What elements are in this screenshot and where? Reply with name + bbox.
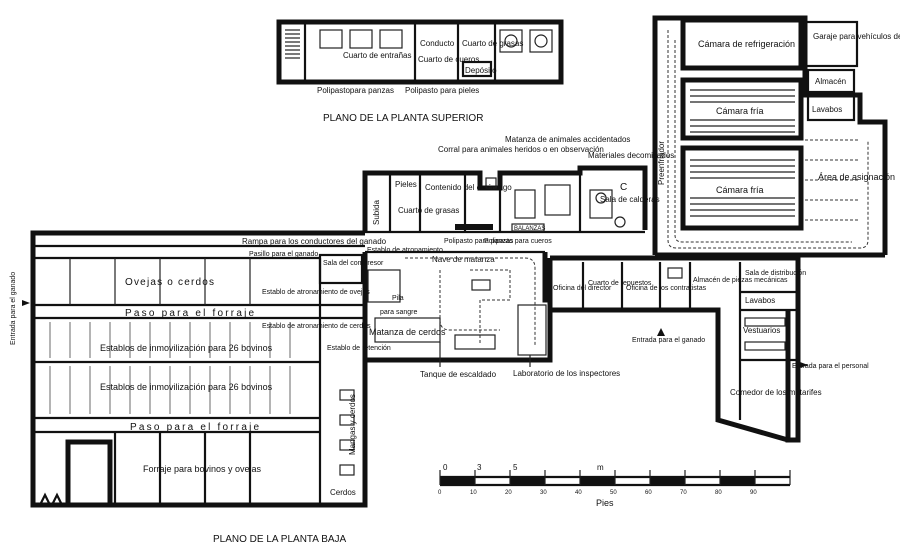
label-subida: Subida [372,200,381,225]
label-establo-cerdos: Establo de atronamiento de cerdos [262,323,371,330]
title-upper-floor: PLANO DE LA PLANTA SUPERIOR [323,113,483,124]
label-forraje: Forraje para bovinos y ovejas [143,464,262,474]
label-nave-matanza: Nave de matanza [432,255,495,264]
label-cuarto-grasas-superior: Cuarto de grasas [462,39,523,48]
label-corral: Corral para animales heridos o en observ… [438,145,604,154]
label-pila: Pila [392,295,404,302]
scale-feet-tick-8: 80 [715,490,722,496]
label-entrada-ganado-east: Entrada para el ganado [632,337,705,344]
scale-metric-tick-3: m [597,463,604,472]
label-establo-atronamiento: Establo de atronamiento [367,247,443,254]
label-establo-ovejas: Establo de atronamiento de ovejas [262,289,370,296]
title-ground-floor: PLANO DE LA PLANTA BAJA [213,534,347,545]
scale-metric-tick-2: 5 [513,463,518,472]
label-establo-retencion: Establo de retención [327,345,391,352]
central-building: Corral para animales heridos o en observ… [362,135,674,245]
label-ovejas-cerdos: Ovejas o cerdos [125,277,215,288]
label-almacen-piezas: Almacén de piezas mecánicas [693,277,788,284]
label-c-mark: C [620,182,627,193]
label-area-asignacion: Área de asignación [818,172,895,182]
scale-feet-tick-7: 70 [680,490,687,496]
label-entrada-personal: Entrada para el personal [792,363,869,370]
label-mangas-cerdos: Mangas y cerdos [348,394,357,455]
label-pasillo: Pasillo para el ganado [249,251,318,258]
cold-wing: Cámara de refrigeración Garaje para vehí… [652,15,900,258]
label-vestuarios: Vestuarios [743,326,780,335]
label-balanzas: BALANZAS [514,226,545,232]
label-garaje: Garaje para vehículos de 2 ruedas [813,32,900,41]
scale-feet-tick-3: 30 [540,490,547,496]
scale-feet-tick-9: 90 [750,490,757,496]
label-conducto: Conducto [420,39,455,48]
label-oficina-director: Oficina del director [553,285,612,292]
label-deposito: Depósito [465,66,497,75]
label-preenfriador: Preenfriador [657,141,666,185]
label-contenido-estomago: Contenido del estómago [425,183,512,192]
label-polipasto-pieles: Polipasto para pieles [405,86,479,95]
label-camara-fria-1: Cámara fría [716,106,764,116]
label-almacen: Almacén [815,77,846,86]
label-cuarto-entranas: Cuarto de entrañas [343,51,412,60]
label-matanza-cerdos: Matanza de cerdos [369,327,446,337]
label-establos-bovinos-2: Establos de inmovilización para 26 bovin… [100,382,273,392]
scale-metric-tick-1: 3 [477,463,482,472]
label-paso-forraje-2: Paso para el forraje [130,422,261,433]
scale-feet-tick-0: 0 [438,490,442,496]
west-wing: Rampa para los conductores del ganado Pa… [10,230,387,508]
label-polipasto-panzas-superior: Polipastopara panzas [317,86,394,95]
scale-bar: 0 3 5 m 0 10 20 30 40 50 60 70 80 90 Pie… [438,463,791,508]
label-tanque-escaldado: Tanque de escaldado [420,370,497,379]
label-polipasto-cueros: Polipasto para cueros [484,238,552,245]
label-lavabos-north: Lavabos [812,105,842,114]
label-cuarto-grasas: Cuarto de grasas [398,206,459,215]
label-lavabos-south: Lavabos [745,296,775,305]
label-sala-compresor: Sala del compresor [323,260,384,267]
upper-floor-plan: Cuarto de entrañas Conducto Cuarto de cu… [276,19,564,124]
label-sala-distribucion: Sala de distribución [745,270,806,277]
scale-feet-tick-1: 10 [470,490,477,496]
offices-wing: Oficina del director Cuarto de repuestos… [547,255,869,443]
label-oficina-contratistas: Oficina de los contratistas [626,285,707,292]
label-entrada-ganado-west: Entrada para el ganado [10,272,17,345]
label-camara-fria-2: Cámara fría [716,185,764,195]
slaughter-hall: Nave de matanza Sala del compresor Estab… [318,247,620,379]
label-rampa: Rampa para los conductores del ganado [242,237,387,246]
scale-feet-tick-4: 40 [575,490,582,496]
label-cerdos: Cerdos [330,488,356,497]
label-comedor: Comedor de los matarifes [730,388,822,397]
label-cuarto-repuestos: Cuarto de repuestos [588,280,652,287]
label-pieles: Pieles [395,180,417,189]
label-camara-refrigeracion: Cámara de refrigeración [698,39,795,49]
label-materiales-decomisados: Materiales decomisados [588,151,674,160]
label-polipasto-panzas: Polipasto para panzas [444,238,514,245]
label-para-sangre: para sangre [380,309,417,316]
scale-feet-tick-2: 20 [505,490,512,496]
scale-metric-tick-0: 0 [443,463,448,472]
scale-feet-tick-5: 50 [610,490,617,496]
label-matanza-accidentados: Matanza de animales accidentados [505,135,630,144]
scale-feet-tick-6: 60 [645,490,652,496]
label-paso-forraje-1: Paso para el forraje [125,308,256,319]
label-cuarto-cueros: Cuarto de cueros [418,55,479,64]
label-laboratorio: Laboratorio de los inspectores [513,369,620,378]
scale-unit: Pies [596,498,614,508]
label-establos-bovinos-1: Establos de inmovilización para 26 bovin… [100,343,273,353]
label-sala-calderas: Sala de calderas [600,195,660,204]
